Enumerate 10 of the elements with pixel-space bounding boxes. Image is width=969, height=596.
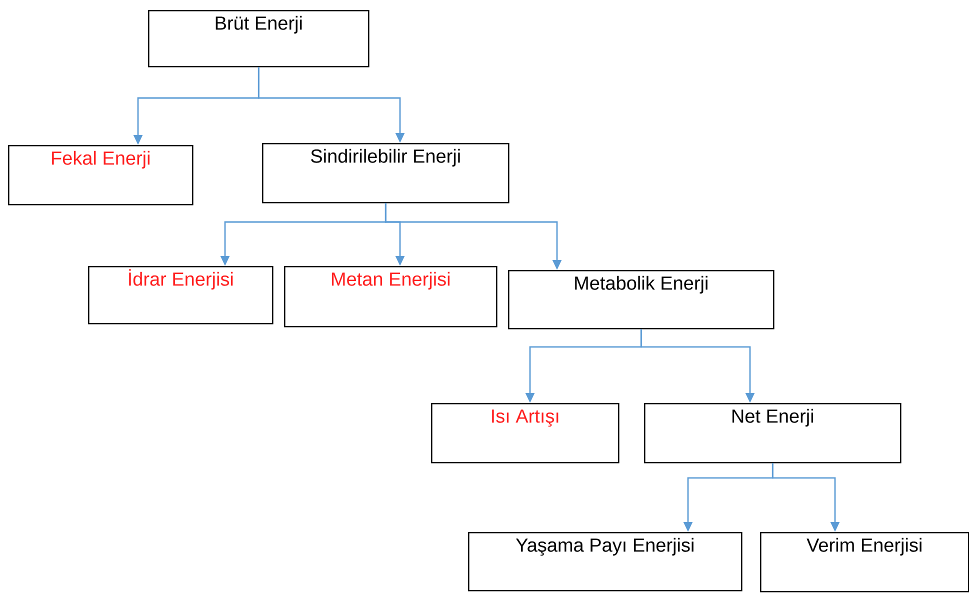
energy-box: Isı Artışı <box>431 402 620 464</box>
energy-box: Metan Enerjisi <box>284 266 498 328</box>
energy-box: Yaşama Payı Enerjisi <box>468 532 742 592</box>
energy-box: Sindirilebilir Enerji <box>262 142 510 204</box>
energy-box: Verim Enerjisi <box>760 532 969 592</box>
energy-box: Brüt Enerji <box>148 10 370 68</box>
energy-box: Net Enerji <box>644 402 902 464</box>
energy-box: Metabolik Enerji <box>508 270 774 330</box>
energy-box: İdrar Enerjisi <box>88 266 274 324</box>
energy-box: Fekal Enerji <box>8 144 194 206</box>
